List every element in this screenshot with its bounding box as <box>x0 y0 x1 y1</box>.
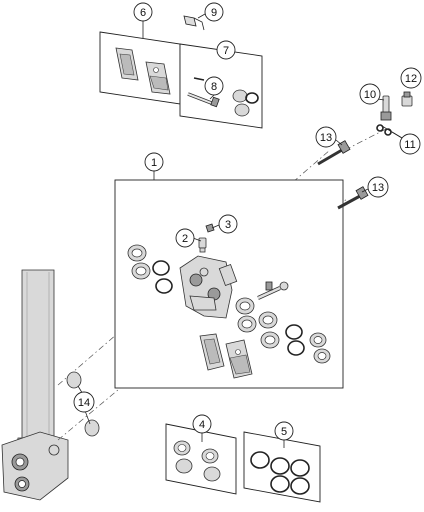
callout-label: 11 <box>404 139 415 151</box>
callout-label: 1 <box>151 157 157 169</box>
bleed-screw-cap <box>401 91 413 107</box>
callout-13-lower: 13 <box>361 176 389 198</box>
piston-left-upper <box>127 244 147 262</box>
piston-right-mid <box>258 311 278 329</box>
seal-set-box <box>243 431 321 503</box>
seal-ring <box>152 260 170 276</box>
callout-label: 13 <box>320 132 332 144</box>
fork-leg <box>1 269 69 501</box>
callout-label: 8 <box>211 81 217 93</box>
callout-1: 1 <box>144 152 164 180</box>
bleed-hose <box>376 95 392 136</box>
piston-far-right-upper <box>309 332 327 348</box>
piston-far-right-lower <box>313 348 331 364</box>
bleed-nipple <box>198 237 207 253</box>
callout-label: 9 <box>211 7 217 19</box>
callout-label: 10 <box>364 89 376 101</box>
callout-5: 5 <box>274 421 294 448</box>
callout-14: 14 <box>73 385 95 425</box>
piston-right-upper <box>235 297 255 315</box>
piston-set-box <box>165 423 237 495</box>
mounting-bolt-lower <box>337 186 369 210</box>
callout-10: 10 <box>359 83 385 105</box>
callout-7: 7 <box>216 40 236 60</box>
piston-left-lower <box>131 262 151 280</box>
seal-ring <box>155 278 173 294</box>
callout-13-upper: 13 <box>315 126 343 148</box>
spacer-bushing <box>66 371 100 437</box>
caliper-body <box>179 255 238 319</box>
piston-right-lower <box>237 315 257 333</box>
callout-4: 4 <box>192 414 212 442</box>
brake-pad-right <box>225 339 253 379</box>
callout-label: 5 <box>281 426 287 438</box>
seal-ring <box>285 324 303 340</box>
callout-2: 2 <box>175 228 202 248</box>
callout-11: 11 <box>381 125 421 155</box>
callout-6: 6 <box>133 2 153 38</box>
brake-pad-top-left <box>115 47 139 81</box>
kit-pistons <box>232 89 259 117</box>
slide-pin <box>257 281 289 300</box>
caliper-assembly-box <box>114 179 344 389</box>
callout-12: 12 <box>400 67 422 89</box>
callout-label: 2 <box>182 233 188 245</box>
callout-9: 9 <box>197 2 224 22</box>
callout-label: 14 <box>78 397 90 409</box>
pad-spring-clip <box>183 15 205 31</box>
bleed-cap <box>205 223 215 233</box>
seal-ring <box>287 340 305 356</box>
kit-clip <box>193 77 205 81</box>
callout-3: 3 <box>211 214 238 234</box>
callout-label: 4 <box>199 419 205 431</box>
callout-label: 12 <box>405 73 417 85</box>
piston-right-bottom <box>260 331 280 349</box>
callout-8: 8 <box>204 76 224 100</box>
callout-label: 13 <box>372 182 384 194</box>
kit-pin <box>187 92 220 108</box>
callout-label: 3 <box>225 219 231 231</box>
brake-pad-top-right <box>145 61 171 95</box>
callout-label: 7 <box>223 45 229 57</box>
brake-pad-left <box>199 333 225 371</box>
callout-label: 6 <box>140 7 146 19</box>
brake-pad-set-box <box>99 31 181 105</box>
